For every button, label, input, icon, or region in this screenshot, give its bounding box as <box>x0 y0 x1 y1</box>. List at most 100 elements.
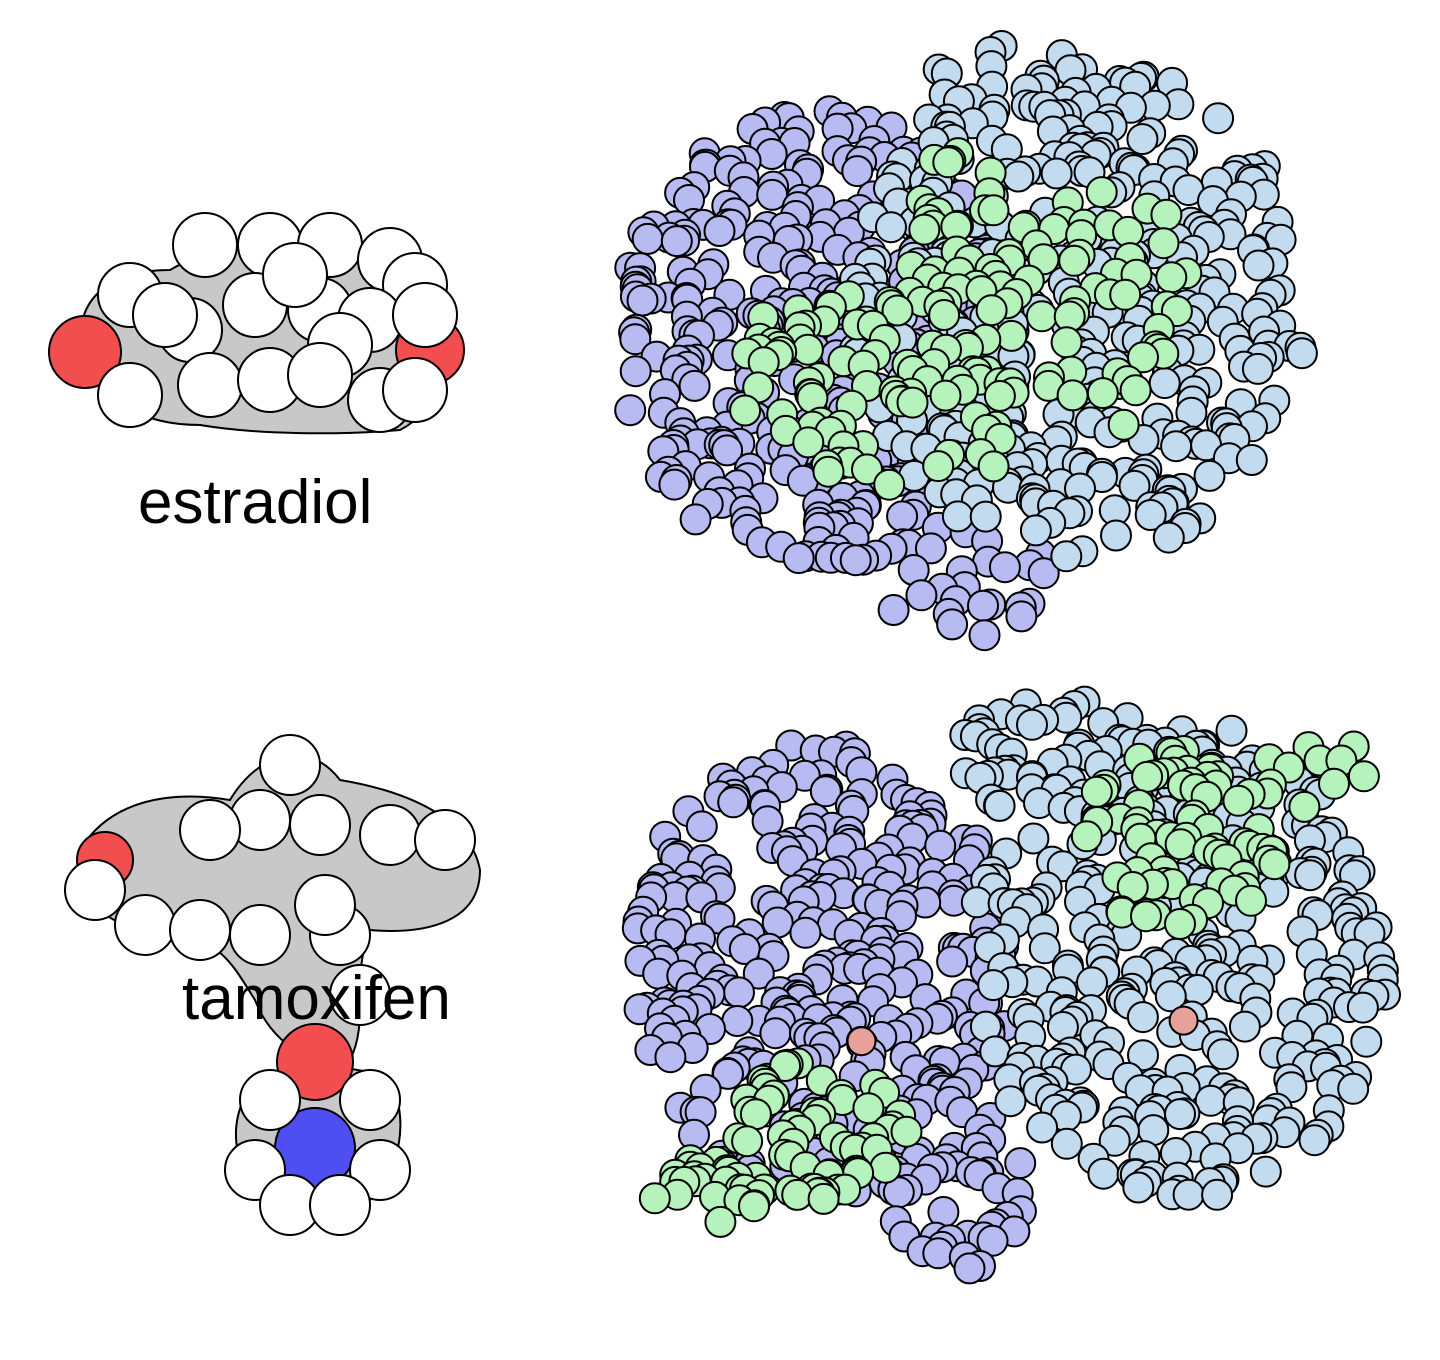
hydrogen-atom <box>392 282 458 348</box>
hydrogen-atom <box>309 1174 371 1236</box>
chain-a-atom <box>619 323 652 356</box>
chain-b-atom <box>1028 932 1061 965</box>
coactivator-peptide-atom <box>781 1178 814 1211</box>
coactivator-peptide-atom <box>890 1115 923 1148</box>
hydrogen-atom <box>172 212 238 278</box>
chain-a-atom <box>759 1017 792 1050</box>
chain-b-atom <box>1002 160 1035 193</box>
coactivator-peptide-atom <box>1070 820 1103 853</box>
hydrogen-atom <box>132 282 198 348</box>
chain-b-atom <box>941 500 974 533</box>
coactivator-peptide-atom <box>908 213 941 246</box>
coactivator-peptide-atom <box>851 453 883 486</box>
chain-a-atom <box>723 976 755 1009</box>
chain-b-atom <box>1050 540 1083 573</box>
coactivator-peptide-atom <box>922 450 955 483</box>
chain-a-atom <box>841 155 874 188</box>
coactivator-peptide-atom <box>1127 341 1159 374</box>
hydrogen-atom <box>349 1139 411 1201</box>
chain-b-atom <box>1228 1010 1261 1043</box>
chain-a-atom <box>988 551 1021 584</box>
estrogen-receptor-estradiol-complex <box>614 30 1318 652</box>
coactivator-peptide-atom <box>1164 828 1197 861</box>
chain-a-atom <box>953 1252 986 1285</box>
coactivator-peptide-atom <box>769 1050 802 1082</box>
chain-b-atom <box>1337 1072 1370 1105</box>
estradiol-molecule <box>48 212 465 435</box>
chain-b-atom <box>1100 519 1132 552</box>
chain-b-atom <box>969 500 1002 533</box>
hydrogen-atom <box>177 352 243 418</box>
chain-b-atom <box>1164 1098 1196 1131</box>
chain-a-atom <box>936 945 969 978</box>
hydrogen-atom <box>259 734 321 796</box>
chain-a-atom <box>967 589 999 622</box>
coactivator-peptide-atom <box>791 333 824 366</box>
coactivator-peptide-atom <box>738 1190 770 1223</box>
hydrogen-atom <box>329 964 391 1026</box>
oxygen-atom <box>276 1023 354 1101</box>
chain-b-atom <box>1201 1178 1234 1211</box>
chain-b-atom <box>1050 1127 1083 1160</box>
chain-b-atom <box>1126 1001 1159 1034</box>
chain-a-atom <box>631 222 664 255</box>
estrogen-receptor-tamoxifen-complex <box>621 685 1401 1285</box>
hydrogen-atom <box>287 342 353 408</box>
hydrogen-atom <box>359 804 421 866</box>
coactivator-peptide-atom <box>1107 408 1140 441</box>
coactivator-peptide-atom <box>1131 760 1164 793</box>
coactivator-peptide-atom <box>1109 278 1142 311</box>
coactivator-peptide-atom <box>995 319 1028 352</box>
chain-a-atom <box>742 957 775 990</box>
chain-a-atom <box>914 532 947 565</box>
chain-b-atom <box>1294 859 1327 892</box>
chain-b-atom <box>1172 1178 1205 1211</box>
chain-b-atom <box>875 211 907 244</box>
chain-a-atom <box>678 369 711 402</box>
coactivator-peptide-atom <box>1258 848 1291 881</box>
chain-b-atom <box>1122 1171 1155 1204</box>
hydrogen-atom <box>239 1069 301 1131</box>
coactivator-peptide-atom <box>729 394 762 427</box>
hydrogen-atom <box>262 242 328 308</box>
coactivator-peptide-atom <box>704 1205 737 1238</box>
coactivator-peptide-atom <box>1147 227 1180 260</box>
coactivator-peptide-atom <box>932 146 965 179</box>
hydrogen-atom <box>289 794 351 856</box>
hydrogen-atom <box>339 1069 401 1131</box>
coactivator-peptide-atom <box>929 379 962 412</box>
coactivator-peptide-atom <box>638 1182 671 1215</box>
coactivator-peptide-atom <box>1086 377 1119 410</box>
coactivator-peptide-atom <box>977 194 1010 227</box>
coactivator-peptide-atom <box>928 299 961 331</box>
chain-b-atom <box>1148 367 1181 400</box>
coactivator-peptide-atom <box>1318 767 1350 800</box>
tamoxifen-ligand-atom <box>1168 1005 1199 1036</box>
coactivator-peptide-atom <box>1164 908 1196 940</box>
chain-a-atom <box>1027 557 1060 590</box>
chain-b-atom <box>1215 714 1248 747</box>
chain-b-atom <box>960 886 993 919</box>
chain-a-atom <box>619 355 652 388</box>
coactivator-peptide-atom <box>812 455 845 488</box>
coactivator-peptide-atom <box>869 1151 902 1184</box>
coactivator-peptide-atom <box>792 426 825 459</box>
chain-b-atom <box>1249 1155 1282 1188</box>
chain-b-atom <box>1202 102 1235 135</box>
chain-b-atom <box>977 969 1010 1002</box>
chain-a-atom <box>614 394 647 427</box>
tamoxifen-ligand-atom <box>846 1026 877 1057</box>
hydrogen-atom <box>382 357 448 423</box>
coactivator-peptide-atom <box>1222 784 1255 817</box>
chain-b-atom <box>983 789 1016 822</box>
coactivator-peptide-atom <box>1085 176 1118 209</box>
coactivator-peptide-atom <box>975 294 1008 327</box>
chain-b-atom <box>1346 991 1379 1024</box>
coactivator-peptide-atom <box>1056 379 1089 412</box>
chain-a-atom <box>809 775 842 808</box>
chain-a-atom <box>924 829 957 862</box>
chain-b-atom <box>1026 1111 1059 1144</box>
chain-a-atom <box>839 544 872 577</box>
coactivator-peptide-atom <box>1347 760 1380 793</box>
coactivator-peptide-atom <box>873 468 906 501</box>
